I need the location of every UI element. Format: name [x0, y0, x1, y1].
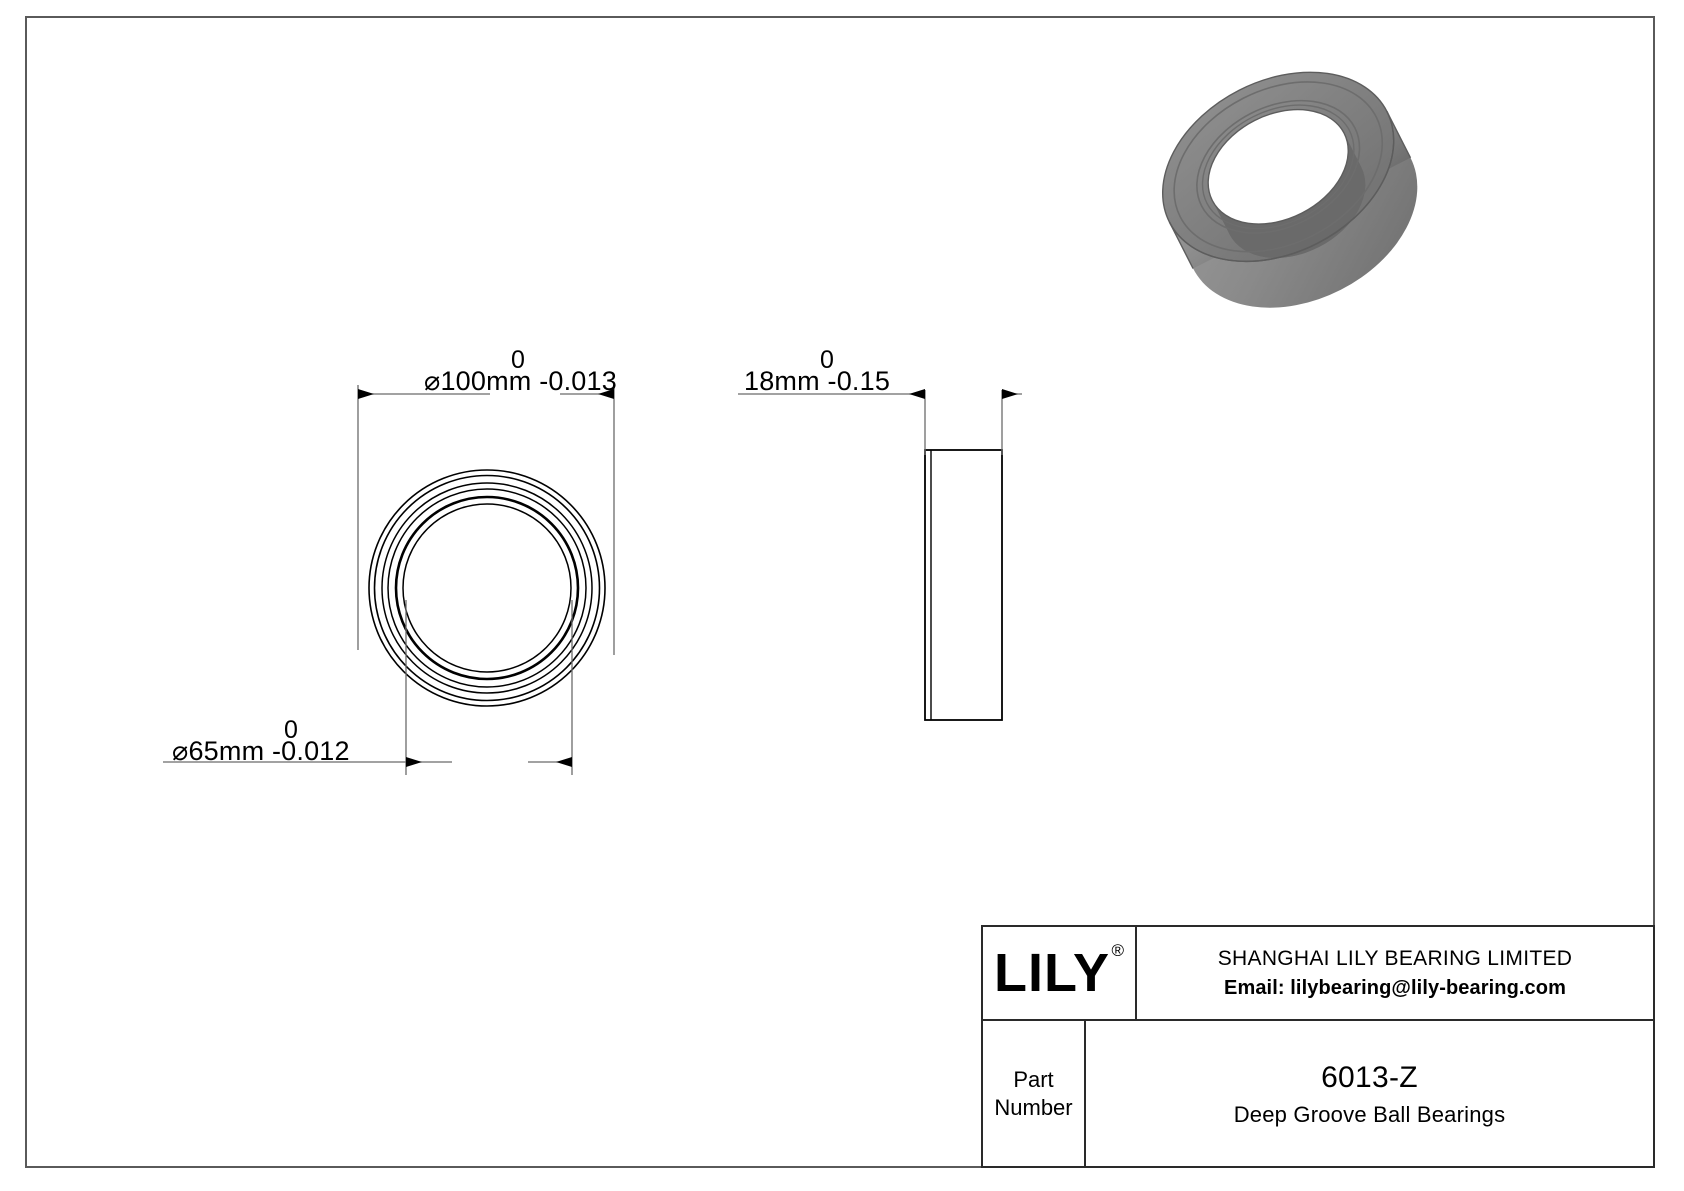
- lily-logo: LILY ®: [993, 942, 1124, 1003]
- logo-text: LILY: [993, 943, 1111, 1003]
- od-tolerance-upper: 0: [511, 346, 525, 374]
- part-number-label-cell: Part Number: [983, 1021, 1086, 1166]
- part-label-line-2: Number: [994, 1094, 1073, 1120]
- company-name: SHANGHAI LILY BEARING LIMITED: [1217, 946, 1573, 970]
- od-dimension-label: ⌀100mm -0.013: [424, 366, 617, 396]
- bore-tolerance-upper: 0: [284, 716, 298, 744]
- part-label-line-1: Part: [1013, 1066, 1054, 1092]
- registered-trademark-icon: ®: [1111, 941, 1125, 960]
- part-number-value: 6013-Z: [1321, 1060, 1418, 1094]
- company-email: Email: lilybearing@lily-bearing.com: [1224, 976, 1566, 999]
- part-description: Deep Groove Ball Bearings: [1233, 1101, 1506, 1127]
- title-block-top-row: LILY ® SHANGHAI LILY BEARING LIMITED Ema…: [983, 927, 1653, 1021]
- title-block-bottom-row: Part Number 6013-Z Deep Groove Ball Bear…: [983, 1021, 1653, 1166]
- width-tolerance-upper: 0: [820, 346, 834, 374]
- drawing-border-frame: [25, 16, 1655, 1168]
- logo-cell: LILY ®: [983, 927, 1137, 1019]
- part-number-value-cell: 6013-Z Deep Groove Ball Bearings: [1086, 1021, 1653, 1166]
- company-cell: SHANGHAI LILY BEARING LIMITED Email: lil…: [1137, 927, 1653, 1019]
- title-block: LILY ® SHANGHAI LILY BEARING LIMITED Ema…: [981, 925, 1655, 1168]
- bore-dimension-label: ⌀65mm -0.012: [172, 736, 350, 766]
- width-dimension-label: 18mm -0.15: [744, 366, 891, 396]
